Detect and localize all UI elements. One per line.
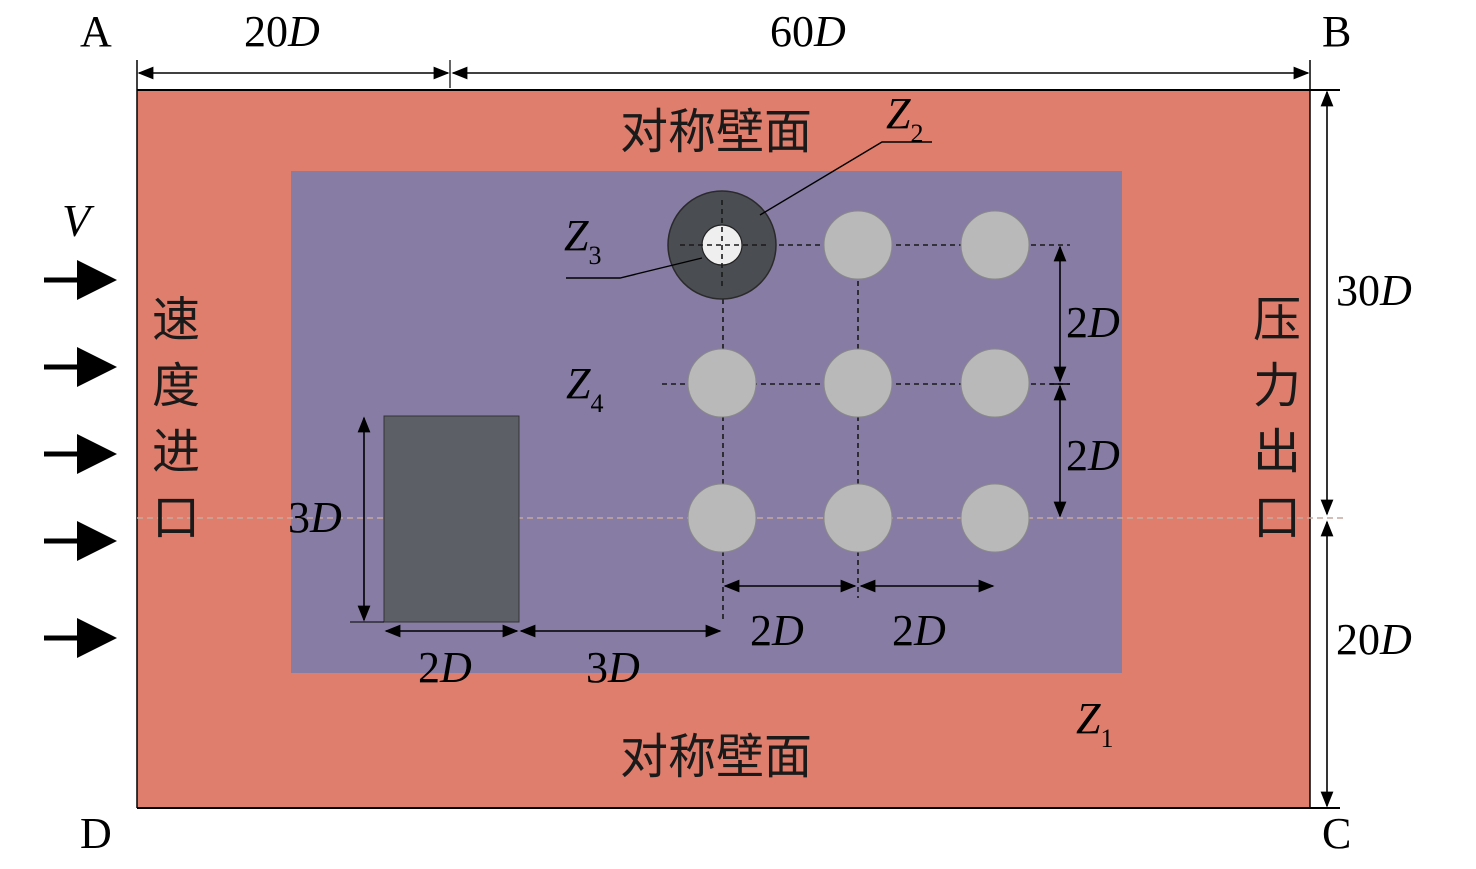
wall-label-top: 对称壁面 bbox=[620, 104, 812, 160]
corner-label-b: B bbox=[1322, 7, 1351, 56]
cylinder bbox=[960, 483, 1030, 553]
cylinder bbox=[687, 483, 757, 553]
zone-label-z2: Z2 bbox=[886, 89, 923, 148]
dim-label-horizontal-left: 2D bbox=[750, 606, 804, 655]
dim-label-block-height: 3D bbox=[288, 493, 342, 542]
outlet-char: 口 bbox=[1253, 490, 1301, 546]
dim-label-30d: 30D bbox=[1336, 266, 1412, 315]
dim-label-20d-right: 20D bbox=[1336, 615, 1412, 664]
inlet-char: 口 bbox=[152, 490, 200, 546]
dim-label-vertical-lower: 2D bbox=[1066, 431, 1120, 480]
corner-label-c: C bbox=[1322, 809, 1351, 858]
cylinder bbox=[823, 348, 893, 418]
dim-label-block-gap: 3D bbox=[586, 643, 640, 692]
cylinder bbox=[960, 210, 1030, 280]
rectangular-block bbox=[383, 415, 520, 623]
zone-label-z1: Z1 bbox=[1076, 694, 1113, 753]
corner-label-a: A bbox=[80, 7, 112, 56]
outlet-char: 力 bbox=[1253, 358, 1301, 414]
outlet-char: 出 bbox=[1253, 424, 1301, 480]
dim-label-60d: 60D bbox=[770, 7, 846, 56]
inlet-label: 速 度 进 口 bbox=[152, 292, 200, 546]
zone-label-z3: Z3 bbox=[564, 211, 601, 270]
dim-label-vertical-upper: 2D bbox=[1066, 298, 1120, 347]
corner-label-d: D bbox=[80, 809, 112, 858]
cylinder-array bbox=[687, 210, 1030, 553]
inlet-char: 度 bbox=[152, 358, 200, 414]
cylinder bbox=[960, 348, 1030, 418]
outlet-label: 压 力 出 口 bbox=[1253, 292, 1301, 546]
velocity-label: V bbox=[62, 195, 95, 246]
dim-label-20d: 20D bbox=[244, 7, 320, 56]
inlet-char: 速 bbox=[152, 292, 200, 348]
wall-label-bottom: 对称壁面 bbox=[620, 729, 812, 785]
z3-leader bbox=[566, 257, 703, 279]
cylinder bbox=[823, 483, 893, 553]
dim-label-horizontal-right: 2D bbox=[892, 606, 946, 655]
z2-leader bbox=[759, 141, 932, 216]
cylinder bbox=[687, 348, 757, 418]
inlet-char: 进 bbox=[152, 424, 200, 480]
dim-label-block-width: 2D bbox=[418, 643, 472, 692]
inlet-arrows bbox=[44, 260, 117, 658]
outlet-char: 压 bbox=[1253, 292, 1301, 348]
zone-label-z4: Z4 bbox=[566, 359, 603, 418]
cylinder bbox=[823, 210, 893, 280]
